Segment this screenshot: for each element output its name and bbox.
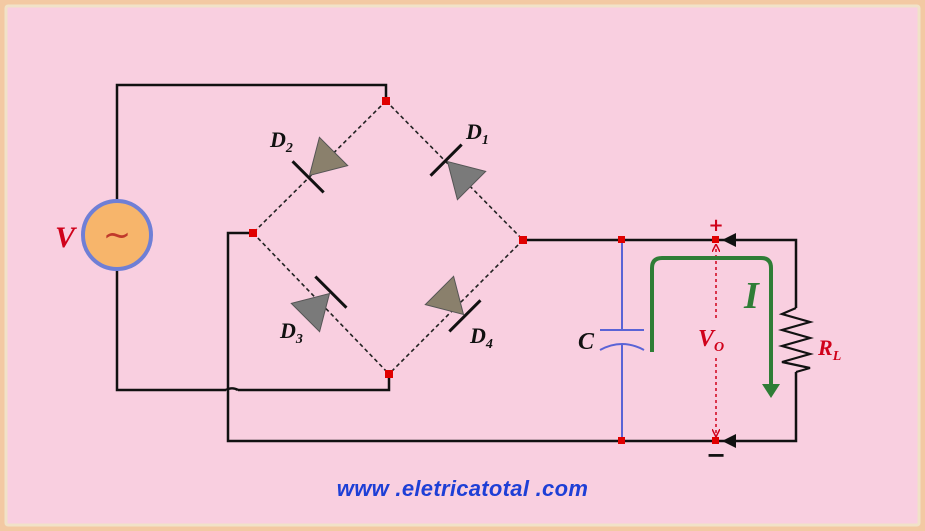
capacitor <box>599 240 645 441</box>
source-symbol: ~ <box>103 215 132 255</box>
node-cap-bottom <box>618 437 625 444</box>
source-label: V <box>55 221 78 254</box>
node-right <box>519 236 527 244</box>
d1-label: D1 <box>465 119 489 148</box>
d2-label: D2 <box>269 127 293 156</box>
vo-label: VO <box>698 326 724 355</box>
diode-d2 <box>291 136 349 194</box>
top-wire-arrow <box>722 233 736 247</box>
node-out-bottom <box>712 437 719 444</box>
node-left <box>249 229 257 237</box>
current-label: I <box>743 275 760 317</box>
minus-sign: − <box>706 441 726 469</box>
website-url: www .eletricatotal .com <box>336 476 589 501</box>
node-cap-top <box>618 236 625 243</box>
diode-d1 <box>429 143 487 201</box>
d4-label: D4 <box>469 323 493 352</box>
nodes <box>249 97 719 444</box>
load-resistor <box>777 306 815 374</box>
rl-label: RL <box>817 335 841 364</box>
plus-sign: + <box>708 215 723 236</box>
diode-d3 <box>290 275 348 333</box>
capacitor-label: C <box>578 329 595 355</box>
current-arrow <box>650 256 780 398</box>
node-bottom <box>385 370 393 378</box>
d3-label: D3 <box>279 318 303 347</box>
diagram-background <box>4 4 921 527</box>
bottom-wire-arrow <box>722 434 736 448</box>
ac-source: ~ <box>81 199 153 271</box>
node-top <box>382 97 390 105</box>
source-wires <box>115 83 798 443</box>
node-out-top <box>712 236 719 243</box>
diode-d4 <box>424 275 482 333</box>
